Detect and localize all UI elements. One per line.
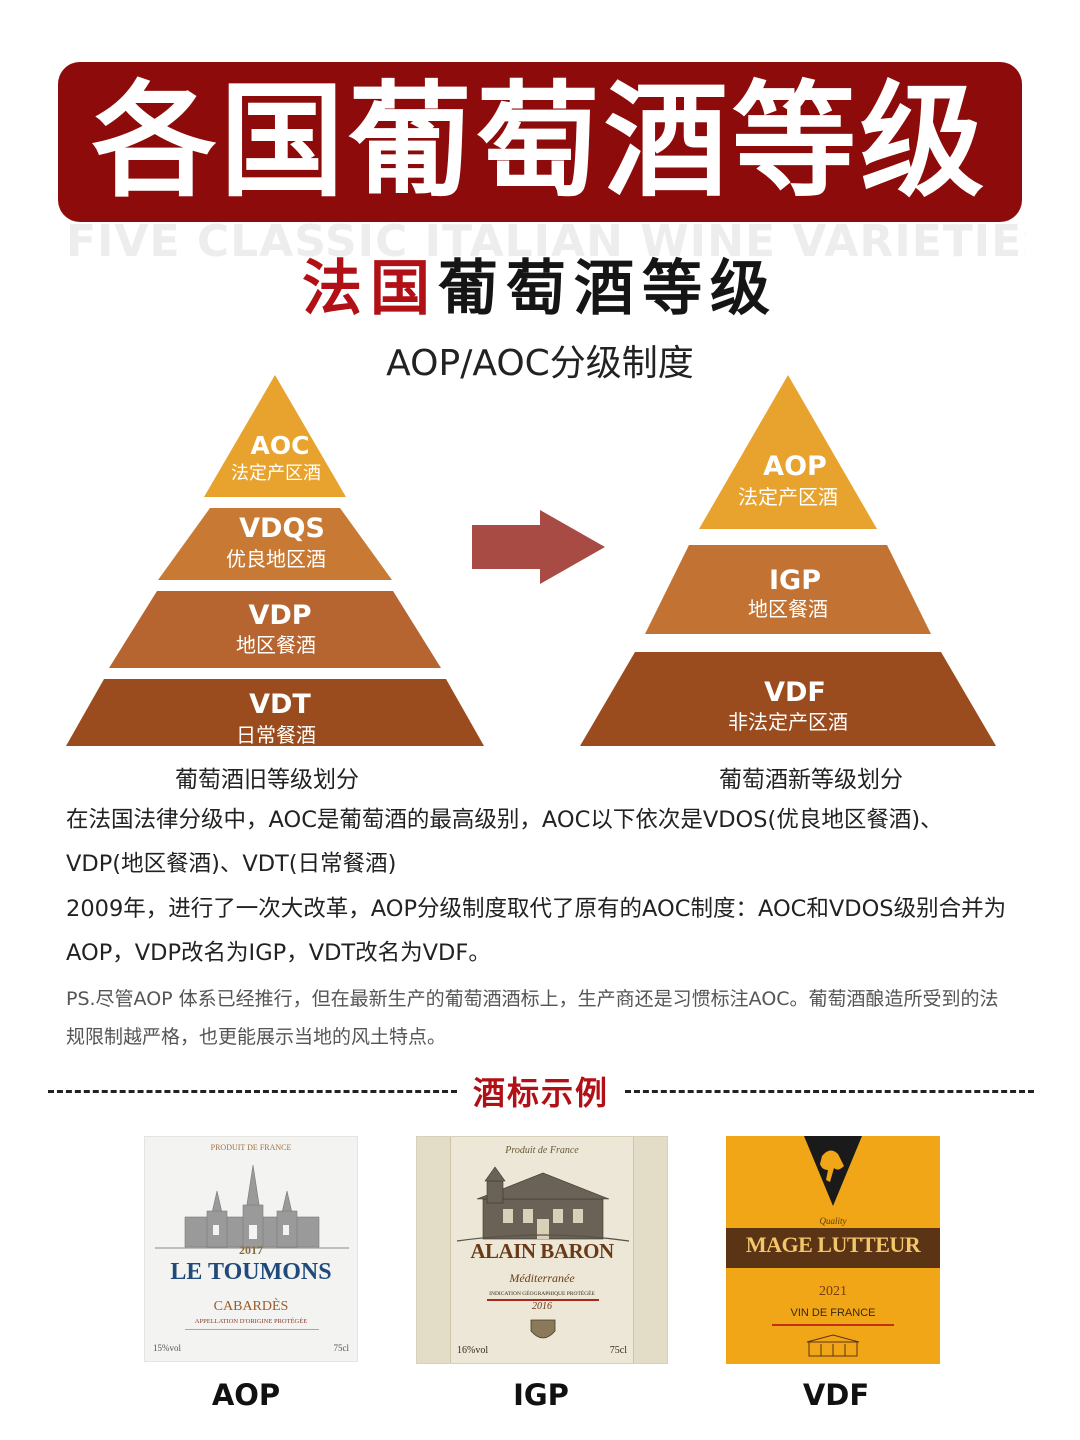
old-tier-3-name: VDP <box>248 600 311 631</box>
new-pyramid-caption: 葡萄酒新等级划分 <box>719 767 903 793</box>
aop-label-volume: 75cl <box>333 1343 350 1353</box>
vdf-label-year: 2021 <box>819 1284 847 1299</box>
igp-label-rule <box>487 1299 599 1301</box>
old-tier-4-name: VDT <box>249 689 311 720</box>
vdf-label-rule <box>772 1324 894 1326</box>
igp-label-region: Méditerranée <box>509 1271 575 1285</box>
subtitle-red: 法国 <box>302 254 438 324</box>
new-tier-2-desc: 地区餐酒 <box>748 597 828 621</box>
igp-label-name: ALAIN BARON <box>470 1239 614 1263</box>
aop-label-top: PRODUIT DE FRANCE <box>210 1143 292 1152</box>
examples-divider: 酒标示例 <box>48 1068 1035 1114</box>
vdf-label-band <box>726 1228 940 1268</box>
igp-label-year: 2016 <box>532 1301 552 1312</box>
building-icon <box>806 1334 860 1357</box>
old-tier-4-shape <box>66 679 484 746</box>
old-tier-1-desc: 法定产区酒 <box>231 463 321 484</box>
subtitle: 法国葡萄酒等级 <box>0 240 1080 327</box>
igp-label-indication: INDICATION GÉOGRAPHIQUE PROTÉGÉE <box>489 1291 595 1297</box>
old-tier-2-name: VDQS <box>239 513 325 544</box>
vdf-label-category: VIN DE FRANCE <box>790 1307 876 1319</box>
new-tier-1-name: AOP <box>763 451 827 482</box>
pyramid-diagram: AOC 法定产区酒 VDQS 优良地区酒 VDP 地区餐酒 VDT 日常餐酒 A… <box>66 375 996 747</box>
old-pyramid-caption: 葡萄酒旧等级划分 <box>175 767 359 793</box>
old-tier-2-desc: 优良地区酒 <box>226 547 326 571</box>
new-tier-3-name: VDF <box>764 677 826 708</box>
paragraph-1: 在法国法律分级中，AOC是葡萄酒的最高级别，AOC以下依次是VDOS(优良地区餐… <box>66 807 943 877</box>
igp-label-side-strip-right <box>633 1137 667 1363</box>
chateau-icon <box>456 1166 630 1242</box>
note-paragraph: PS.尽管AOP 体系已经推行，但在最新生产的葡萄酒酒标上，生产商还是习惯标注A… <box>66 988 999 1048</box>
watermark-text: FIVE CLASSIC ITALIAN WINE VARIETIES <box>66 216 1026 267</box>
vdf-label-quality: Quality <box>819 1216 847 1226</box>
divider-dash-left <box>48 1089 457 1093</box>
examples-heading: 酒标示例 <box>473 1074 610 1112</box>
right-arrow-icon <box>472 510 605 584</box>
wine-label-igp: Produit de France ALAIN BARON Méditerran… <box>416 1136 668 1364</box>
subtitle-black: 葡萄酒等级 <box>438 254 778 324</box>
castle-icon <box>155 1164 349 1249</box>
divider-dash-right <box>625 1089 1035 1093</box>
example-caption-aop: AOP <box>211 1378 281 1412</box>
aop-label-year: 2017 <box>239 1243 263 1257</box>
horse-emblem-icon <box>804 1136 862 1206</box>
igp-label-top: Produit de France <box>505 1145 579 1156</box>
old-tier-2-shape <box>158 508 392 580</box>
old-tier-1-name: AOC <box>251 431 310 460</box>
section-title: AOP/AOC分级制度 <box>386 343 694 384</box>
new-tier-1-desc: 法定产区酒 <box>738 485 838 509</box>
old-tier-1-shape <box>204 375 346 497</box>
wine-label-vdf: Quality MAGE LUTTEUR 2021 VIN DE FRANCE <box>726 1136 940 1364</box>
igp-label-abv: 16%vol <box>457 1345 489 1356</box>
old-tier-3-shape <box>109 591 441 668</box>
new-tier-3-desc: 非法定产区酒 <box>728 710 848 734</box>
vdf-label-name: MAGE LUTTEUR <box>745 1232 921 1257</box>
new-tier-2-shape <box>645 545 931 634</box>
aop-label-appellation: APPELLATION D'ORIGINE PROTÉGÉE <box>194 1318 308 1325</box>
new-tier-2-name: IGP <box>769 565 821 596</box>
paragraph-2: 2009年，进行了一次大改革，AOP分级制度取代了原有的AOC制度：AOC和VD… <box>66 896 1007 966</box>
aop-label-abv: 15%vol <box>153 1343 181 1353</box>
aop-label-rule <box>185 1329 319 1330</box>
title-banner: 各国葡萄酒等级 <box>58 62 1022 222</box>
example-caption-vdf: VDF <box>802 1378 870 1412</box>
crest-icon <box>530 1319 556 1339</box>
aop-label-region: CABARDÈS <box>213 1299 289 1314</box>
page-title: 各国葡萄酒等级 <box>91 70 988 214</box>
example-caption-igp: IGP <box>513 1378 569 1412</box>
new-tier-1-shape <box>699 375 877 529</box>
aop-label-name: LE TOUMONS <box>170 1259 332 1285</box>
wine-label-aop: PRODUIT DE FRANCE 2017 LE TOUMONS CABARD… <box>144 1136 358 1362</box>
old-tier-3-desc: 地区餐酒 <box>236 633 316 657</box>
old-tier-4-desc: 日常餐酒 <box>236 723 316 747</box>
igp-label-side-strip <box>417 1137 451 1363</box>
new-tier-3-shape <box>580 652 996 746</box>
igp-label-volume: 75cl <box>609 1345 627 1356</box>
